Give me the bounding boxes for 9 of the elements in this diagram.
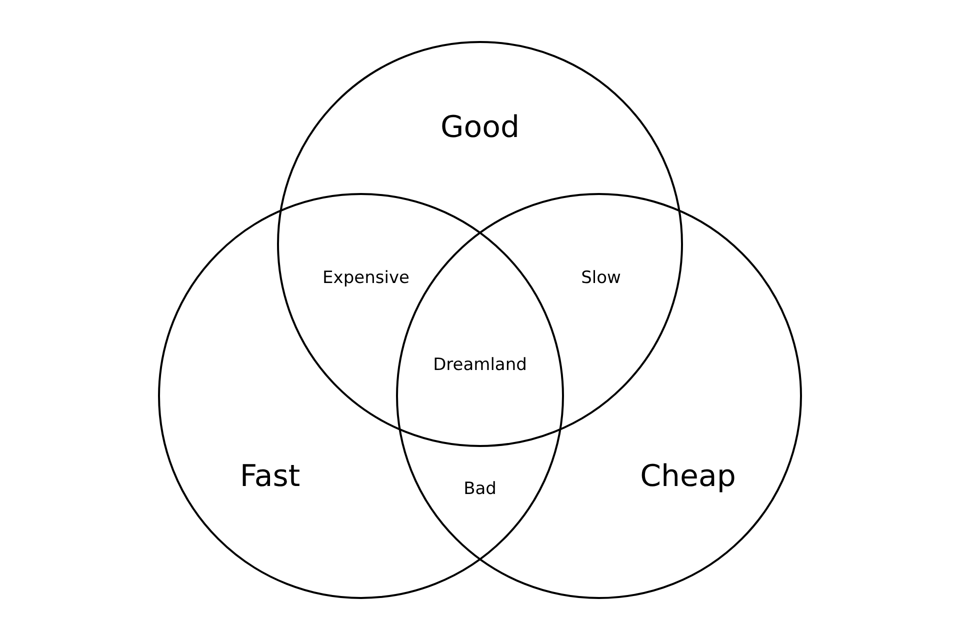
region-label: Slow [581, 269, 621, 289]
set-label: Fast [240, 460, 300, 494]
set-label: Cheap [640, 460, 736, 494]
region-label: Bad [464, 480, 496, 500]
venn-circle [277, 41, 683, 447]
region-label: Dreamland [433, 356, 527, 376]
set-label: Good [440, 110, 520, 146]
region-label: Expensive [322, 269, 410, 289]
venn-circle [158, 193, 564, 599]
